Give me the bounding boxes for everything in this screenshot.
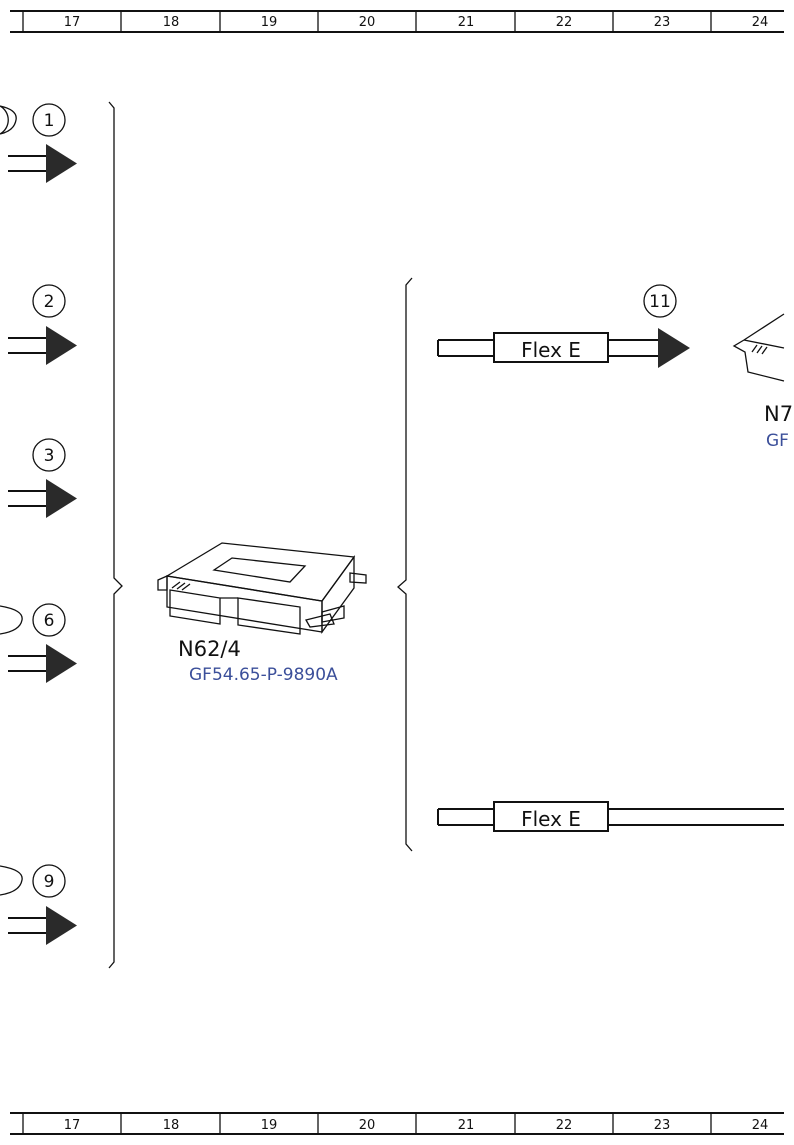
top-ruler-col: 17 (64, 15, 81, 30)
component-reference: GF54.65-P-9890A (189, 665, 338, 685)
connection-2: 2 (8, 284, 77, 365)
top-ruler-col: 24 (752, 15, 769, 30)
bottom-ruler: 17 18 19 20 21 22 23 24 (10, 1112, 784, 1135)
right-brace (397, 277, 413, 852)
connection-1: 1 (8, 103, 77, 183)
control-unit-icon (157, 542, 367, 635)
bottom-ruler-col: 22 (556, 1118, 573, 1133)
circle-marker (32, 864, 66, 898)
circle-marker (32, 603, 66, 637)
connection-6: 6 (8, 603, 77, 683)
partial-control-unit-icon (732, 313, 785, 382)
bottom-ruler-col: 21 (458, 1118, 475, 1133)
circle-marker (643, 284, 677, 318)
partial-circle-marker (0, 105, 17, 135)
circle-marker (32, 103, 66, 137)
partial-circle-marker (0, 605, 23, 635)
top-ruler-col: 22 (556, 15, 573, 30)
connection-number: 3 (44, 446, 55, 466)
partial-component-name: N7 (764, 402, 793, 426)
arrow-right-icon (46, 906, 77, 945)
connection-number: 2 (44, 292, 55, 312)
connection-number: 1 (44, 111, 55, 131)
partial-component-reference: GF (766, 431, 789, 451)
arrow-right-icon (46, 479, 77, 518)
top-ruler-col: 19 (261, 15, 278, 30)
left-brace (108, 101, 123, 969)
flex-e-lower: Flex E (437, 801, 784, 832)
connection-number: 6 (44, 611, 55, 631)
arrow-right-icon (658, 328, 690, 368)
flex-e-label: Flex E (521, 807, 581, 831)
flex-e-upper: 11 Flex E (437, 284, 690, 368)
bottom-ruler-col: 20 (359, 1118, 376, 1133)
connection-3: 3 (8, 438, 77, 518)
flex-e-label: Flex E (521, 338, 581, 362)
bottom-ruler-col: 23 (654, 1118, 671, 1133)
circle-marker (32, 284, 66, 318)
partial-circle-marker (0, 865, 23, 896)
connection-number: 11 (649, 292, 671, 312)
component-name: N62/4 (178, 637, 241, 661)
top-ruler-col: 21 (458, 15, 475, 30)
top-ruler: 17 18 19 20 21 22 23 24 (10, 10, 784, 33)
arrow-right-icon (46, 644, 77, 683)
arrow-right-icon (46, 144, 77, 183)
arrow-right-icon (46, 326, 77, 365)
bottom-ruler-col: 18 (163, 1118, 180, 1133)
connection-number: 9 (44, 872, 55, 892)
bottom-ruler-col: 17 (64, 1118, 81, 1133)
circle-marker (32, 438, 66, 472)
bottom-ruler-col: 19 (261, 1118, 278, 1133)
top-ruler-col: 20 (359, 15, 376, 30)
top-ruler-col: 18 (163, 15, 180, 30)
top-ruler-col: 23 (654, 15, 671, 30)
connection-9: 9 (8, 864, 77, 945)
bottom-ruler-col: 24 (752, 1118, 769, 1133)
